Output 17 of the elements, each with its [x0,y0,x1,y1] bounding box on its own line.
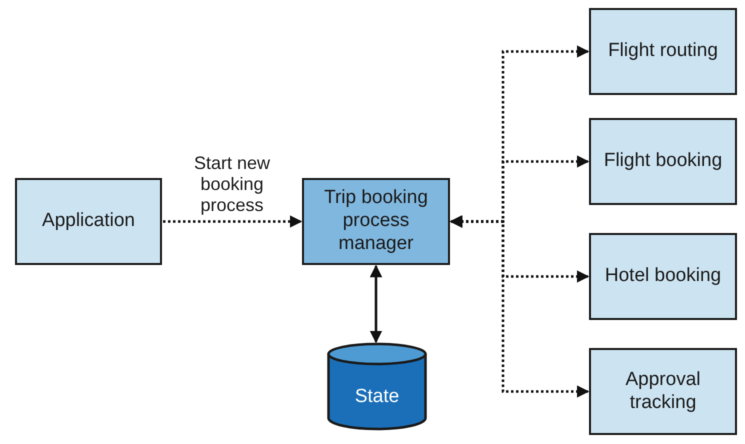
process-box [589,233,737,320]
process-box [589,118,737,205]
process-box [302,178,450,265]
process-box [15,178,162,265]
node-label: Hotel booking [604,265,722,288]
node-label: Approval tracking [624,368,702,414]
node-label: Flight booking [604,150,722,173]
database-cylinder [327,343,427,429]
node-label: Application [42,210,135,233]
node-label: State [354,386,400,408]
process-box [589,348,737,435]
arrow [370,264,382,344]
node-label: Flight routing [608,40,718,63]
process-box [589,8,737,95]
arrow [450,215,590,398]
node-label: Trip booking process manager [323,187,429,256]
arrow [163,215,302,228]
